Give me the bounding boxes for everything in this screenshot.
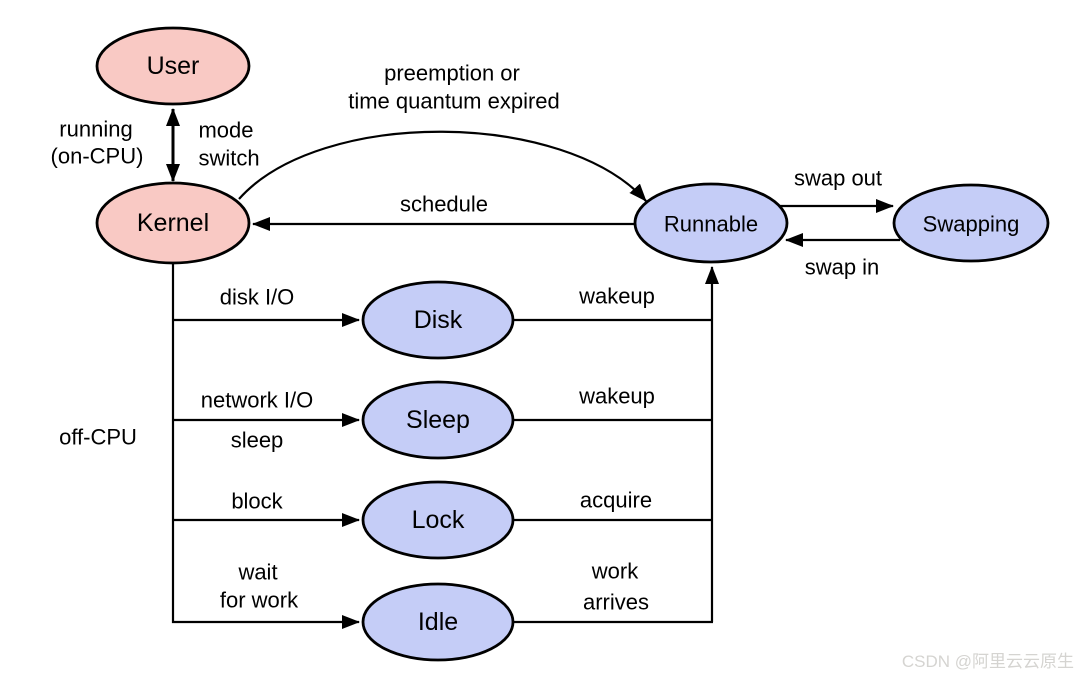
label-swap-in: swap in (805, 255, 880, 280)
edge-labels: running (on-CPU) mode switch preemption … (51, 61, 882, 615)
node-sleep-shape (361, 380, 515, 460)
node-swapping: Swapping (892, 183, 1050, 263)
node-lock-shape (361, 480, 515, 560)
node-kernel: Kernel (95, 181, 251, 265)
node-lock-label: Lock (412, 506, 465, 534)
label-acquire: acquire (580, 488, 652, 513)
label-wakeup-disk: wakeup (578, 284, 655, 309)
node-user-label: User (147, 52, 200, 80)
node-sleep-label: Sleep (406, 406, 470, 434)
label-mode: mode (198, 118, 253, 143)
nodes: User Kernel Runnable Swapping Disk Sleep… (95, 26, 1050, 662)
label-swap-out: swap out (794, 166, 882, 191)
label-block: block (231, 489, 283, 514)
label-preemption-line2: time quantum expired (348, 89, 560, 114)
node-user: User (95, 26, 251, 106)
node-swapping-label: Swapping (923, 212, 1020, 237)
csdn-watermark: CSDN @阿里云云原生 (902, 652, 1074, 671)
node-idle-shape (361, 582, 515, 662)
node-disk: Disk (361, 280, 515, 360)
label-off-cpu: off-CPU (59, 425, 137, 450)
label-work: work (591, 559, 639, 584)
label-preemption-line1: preemption or (384, 61, 520, 86)
label-schedule: schedule (400, 192, 488, 217)
label-running: running (59, 117, 132, 142)
node-kernel-label: Kernel (137, 209, 209, 237)
label-arrives: arrives (583, 590, 649, 615)
label-for-work: for work (220, 588, 299, 613)
label-disk-io: disk I/O (220, 285, 295, 310)
node-kernel-shape (95, 181, 251, 265)
node-user-shape (95, 26, 251, 106)
node-runnable-label: Runnable (664, 212, 758, 237)
node-idle-label: Idle (418, 608, 458, 636)
node-swapping-shape (892, 183, 1050, 263)
node-disk-label: Disk (414, 306, 463, 334)
label-wakeup-sleep: wakeup (578, 384, 655, 409)
node-runnable: Runnable (633, 182, 789, 264)
label-sleep-action: sleep (231, 428, 284, 453)
edge-kernel-idle-wait-for-work (171, 263, 360, 629)
label-wait: wait (237, 560, 277, 585)
node-lock: Lock (361, 480, 515, 560)
node-disk-shape (361, 280, 515, 360)
node-sleep: Sleep (361, 380, 515, 460)
edges (166, 108, 900, 629)
node-idle: Idle (361, 582, 515, 662)
label-network-io: network I/O (201, 388, 313, 413)
node-runnable-shape (633, 182, 789, 264)
label-on-cpu: (on-CPU) (51, 144, 144, 169)
edge-kernel-runnable-preemption (238, 130, 647, 202)
label-switch: switch (198, 146, 259, 171)
